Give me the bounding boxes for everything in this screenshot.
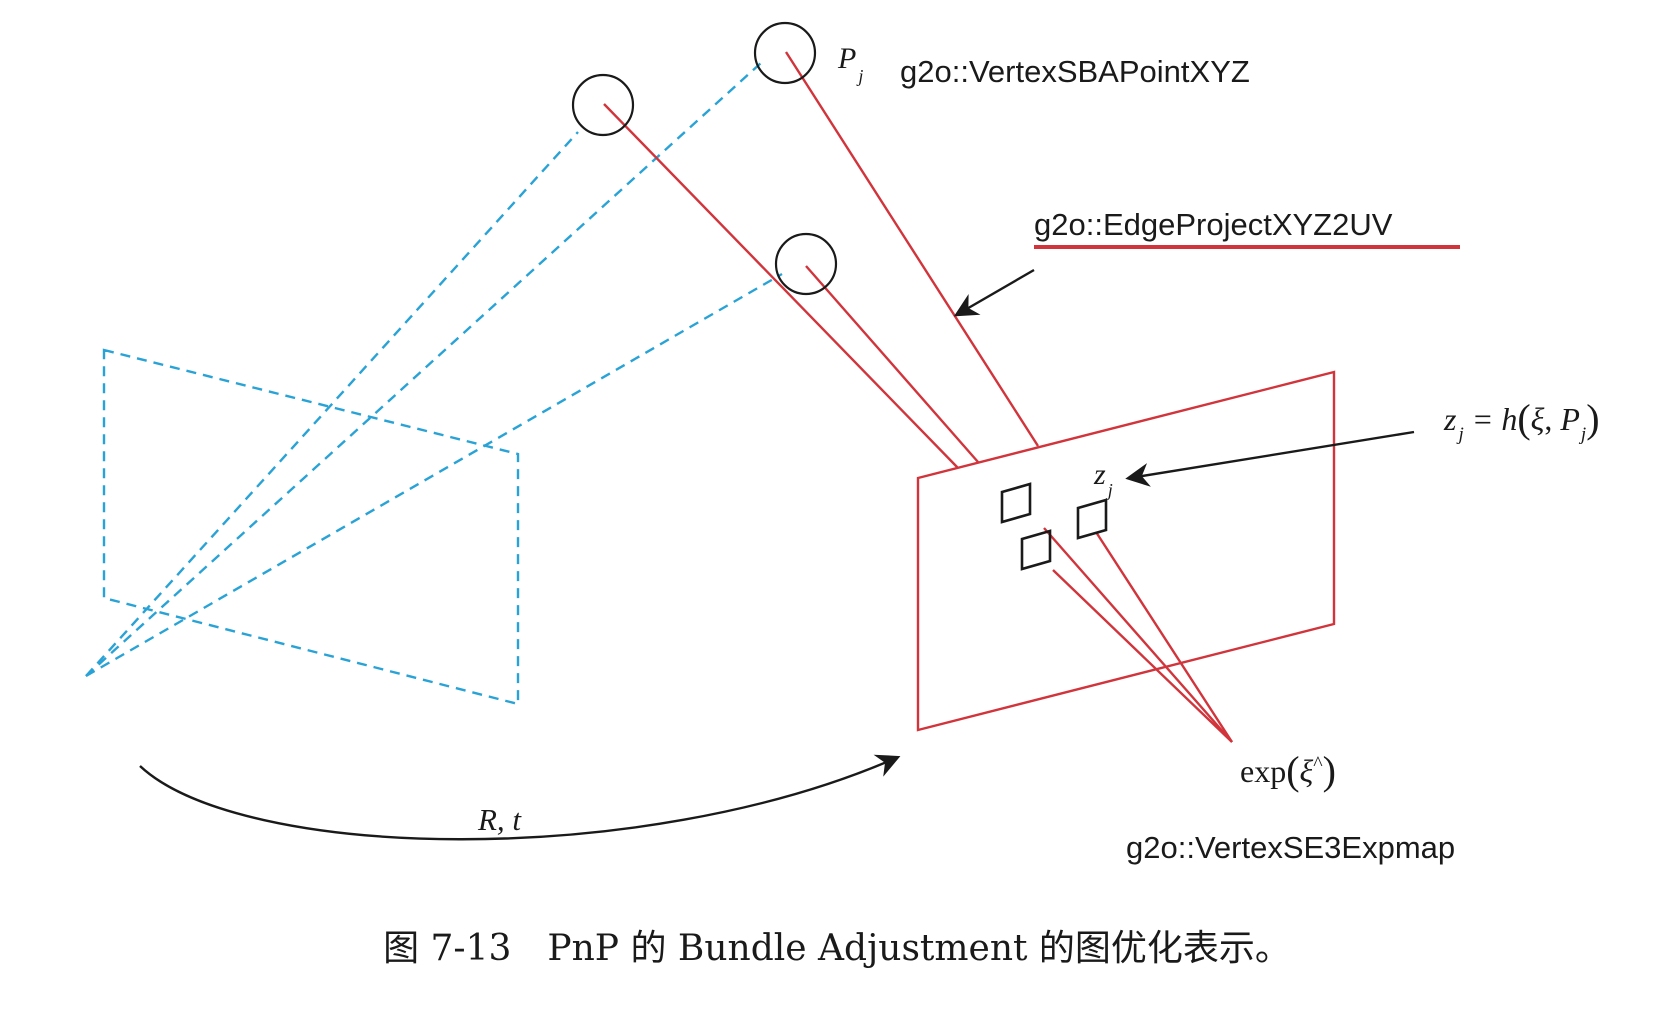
annotation-arrows (139, 268, 1415, 841)
edge-line-3 (805, 265, 979, 463)
current-image-plane (916, 370, 1336, 732)
previous-camera (85, 61, 783, 706)
point-vertex-circle-3 (774, 232, 838, 296)
edge-line-6 (1094, 531, 1234, 743)
point-vertex-circle-2 (753, 21, 817, 85)
ray-to-point-1 (85, 131, 579, 677)
motion-label: R, t (477, 802, 522, 837)
edge-line-5 (1052, 569, 1233, 743)
point-vertex-circle-1 (571, 73, 635, 137)
edge-pointer-arrow (953, 268, 1035, 317)
feature-square-2 (1020, 529, 1052, 571)
feature-square-1 (1000, 482, 1032, 524)
observation-pointer-arrow (1125, 430, 1415, 487)
edge-line-4 (1043, 527, 1233, 743)
figure-caption: 图 7-13 PnP 的 Bundle Adjustment 的图优化表示。 (383, 928, 1291, 969)
projection-edges (603, 51, 1460, 743)
point-vertex-label: g2o::VertexSBAPointXYZ (900, 54, 1250, 89)
point-symbol-label: Pj (837, 42, 863, 86)
pose-vertex-label: g2o::VertexSE3Expmap (1126, 830, 1455, 865)
feature-square-3 (1076, 498, 1108, 540)
point-vertices (571, 21, 838, 296)
edge-label: g2o::EdgeProjectXYZ2UV (1034, 207, 1393, 242)
edge-line-2 (784, 51, 1040, 447)
exp-map-label: exp(ξ^) (1240, 748, 1336, 793)
motion-arrow (139, 754, 901, 841)
previous-image-plane (102, 348, 520, 706)
observed-features (1000, 482, 1108, 571)
edge-line-1 (603, 103, 959, 469)
ray-to-point-2 (85, 61, 763, 677)
ray-to-point-3 (85, 272, 783, 678)
